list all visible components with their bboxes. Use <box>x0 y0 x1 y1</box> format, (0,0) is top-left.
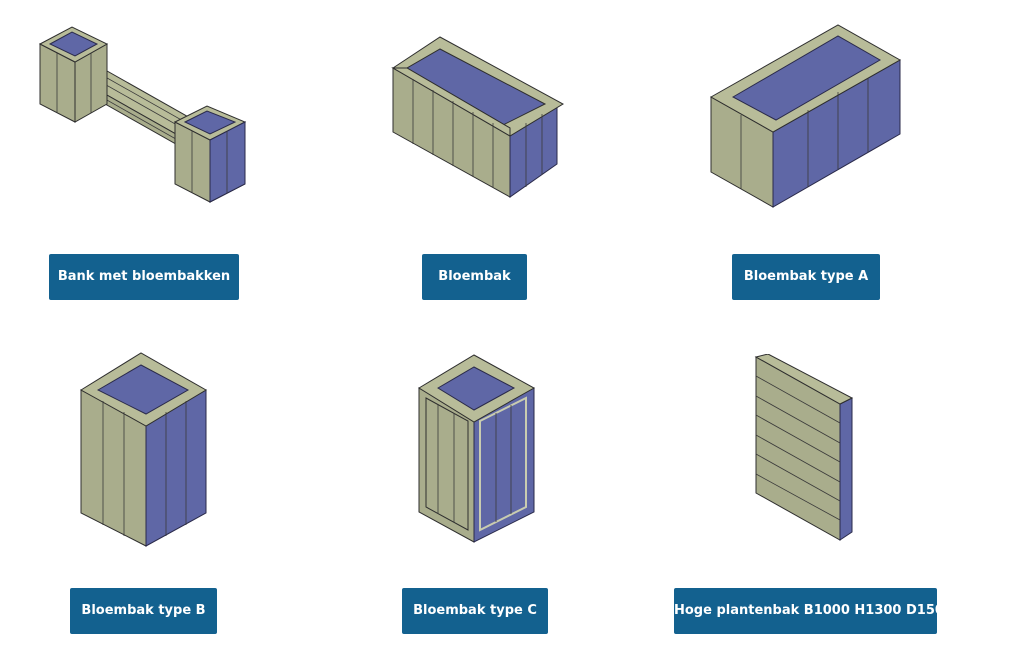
bank-met-bloembakken-button[interactable]: Bank met bloembakken <box>49 254 239 300</box>
hoge-plantenbak-button[interactable]: Hoge plantenbak B1000 H1300 D150 <box>674 588 944 634</box>
bloembak-type-b-button[interactable]: Bloembak type B <box>70 588 217 634</box>
bloembak-button[interactable]: Bloembak <box>422 254 527 300</box>
planter-type-c-drawing[interactable] <box>416 350 541 545</box>
bloembak-type-a-button[interactable]: Bloembak type A <box>732 254 880 300</box>
high-planter-drawing[interactable] <box>752 354 862 544</box>
bench-with-planters-drawing[interactable] <box>35 22 265 212</box>
planter-type-a-drawing[interactable] <box>708 22 908 212</box>
planter-drawing[interactable] <box>385 32 575 202</box>
planter-type-b-drawing[interactable] <box>78 348 218 548</box>
bloembak-type-c-button[interactable]: Bloembak type C <box>402 588 548 634</box>
